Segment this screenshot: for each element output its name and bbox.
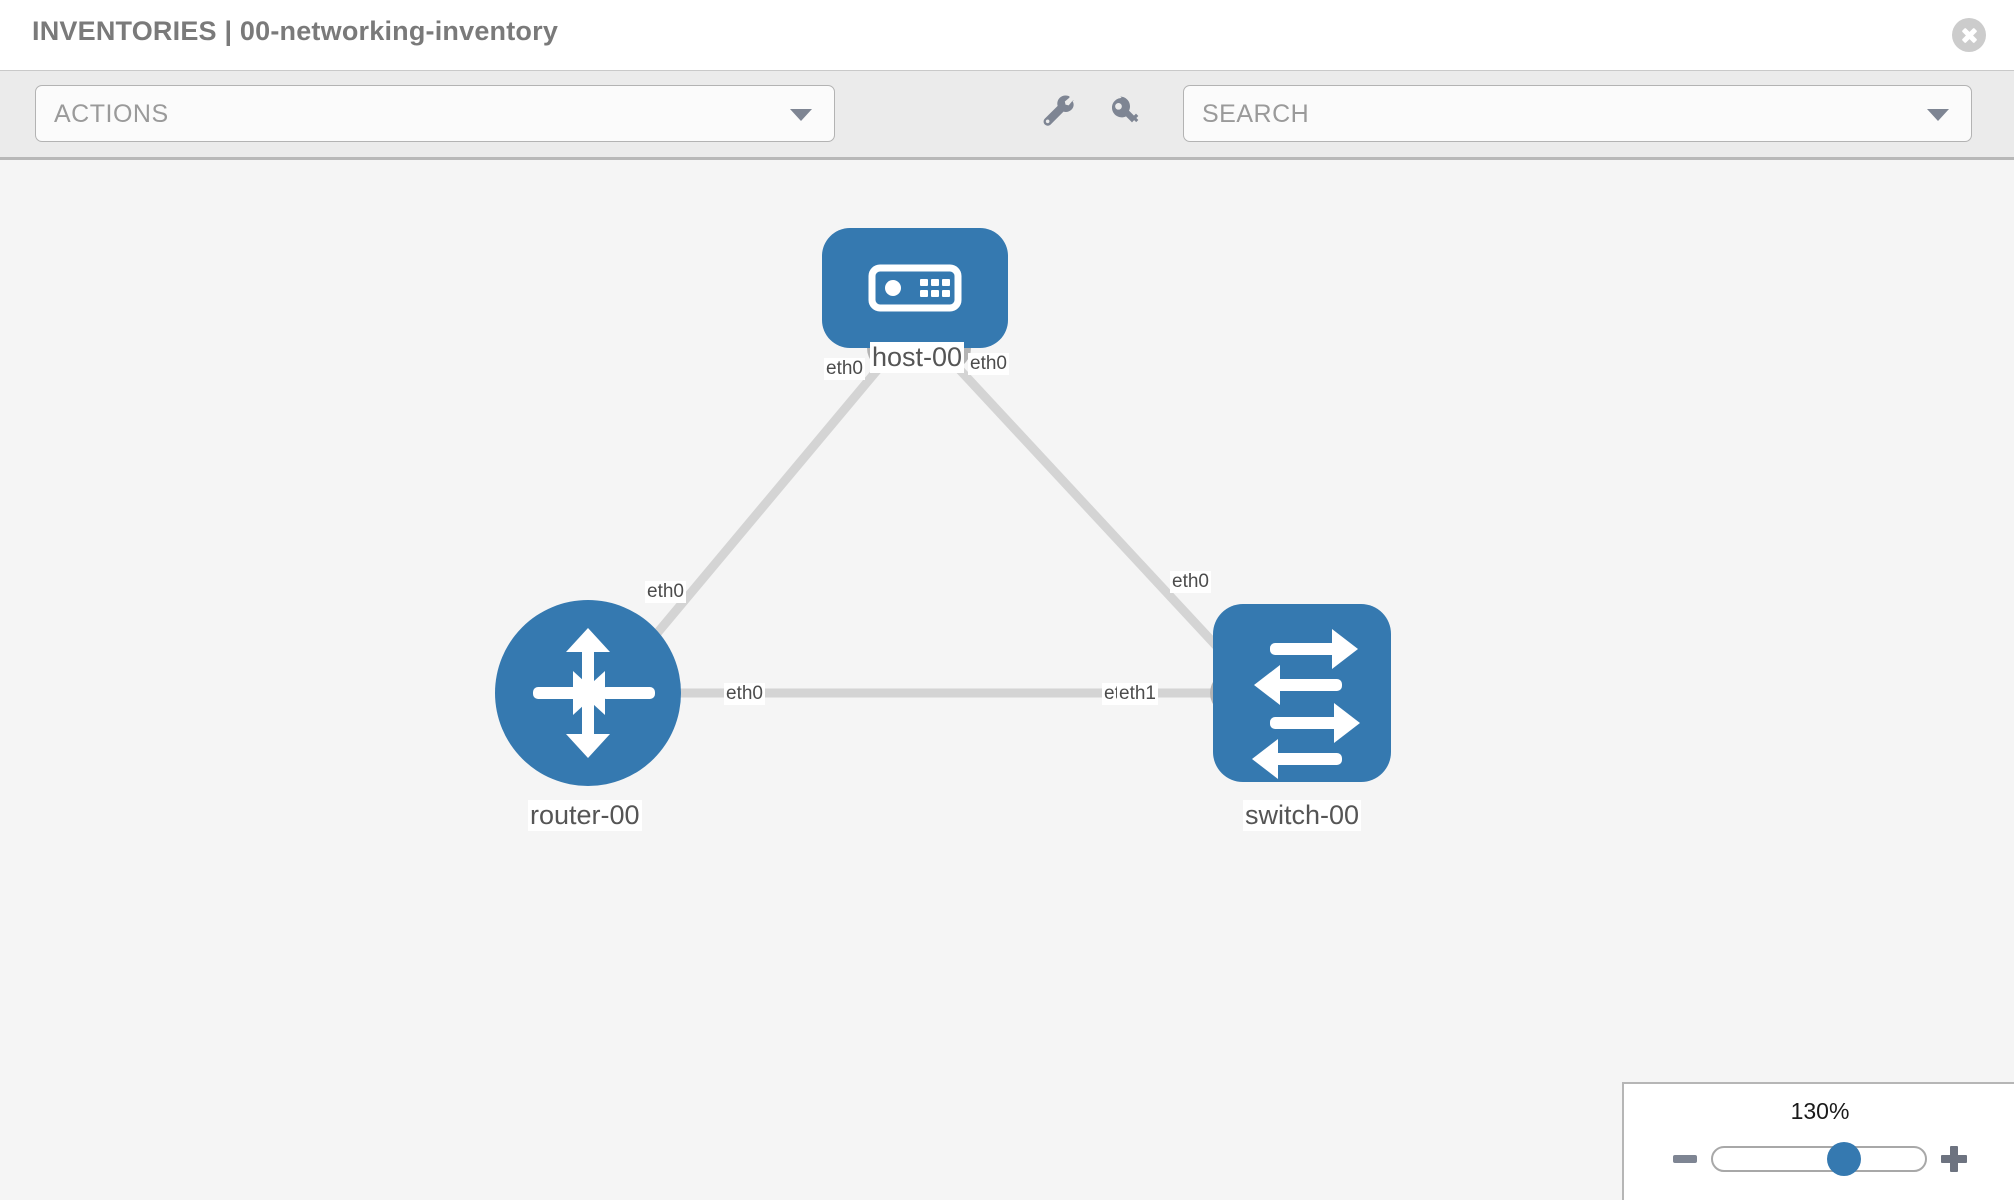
zoom-control-panel: 130% bbox=[1622, 1082, 2014, 1200]
node-label-switch-00: switch-00 bbox=[1243, 800, 1362, 832]
edge-label-host-right: eth0 bbox=[968, 353, 1009, 375]
zoom-slider-thumb[interactable] bbox=[1827, 1142, 1862, 1176]
topology-canvas[interactable]: host-00 router-00 switch-00 eth0 eth0 et… bbox=[0, 160, 2014, 1200]
zoom-out-button[interactable] bbox=[1673, 1155, 1697, 1163]
actions-dropdown-label: ACTIONS bbox=[54, 100, 169, 128]
zoom-slider-track[interactable] bbox=[1711, 1142, 1927, 1176]
page-header: INVENTORIES | 00-networking-inventory bbox=[0, 0, 2014, 70]
node-router-00[interactable] bbox=[495, 600, 681, 786]
edge-label-switch-up: eth0 bbox=[1170, 571, 1211, 593]
connector-group bbox=[594, 326, 1262, 715]
node-switch-00[interactable] bbox=[1213, 604, 1391, 782]
node-host-00[interactable] bbox=[822, 228, 1008, 348]
close-icon[interactable] bbox=[1952, 18, 1986, 52]
zoom-in-button[interactable] bbox=[1941, 1146, 1967, 1172]
zoom-level-value: 130% bbox=[1790, 1098, 1850, 1124]
edge-label-switch-left-b: eth1 bbox=[1117, 683, 1158, 705]
chevron-down-icon bbox=[1927, 108, 1949, 121]
edge-label-router-up: eth0 bbox=[645, 581, 686, 603]
link-host-router bbox=[614, 353, 893, 683]
node-label-router-00: router-00 bbox=[528, 800, 642, 832]
toolbar: ACTIONS SEARCH bbox=[0, 70, 2014, 160]
node-label-host-00: host-00 bbox=[870, 342, 965, 374]
edge-label-router-right: eth0 bbox=[724, 683, 765, 705]
chevron-down-icon bbox=[790, 108, 812, 121]
search-placeholder: SEARCH bbox=[1202, 100, 1310, 128]
topology-graph bbox=[495, 228, 1391, 786]
page-title: INVENTORIES | 00-networking-inventory bbox=[32, 16, 559, 46]
wrench-icon[interactable] bbox=[1040, 94, 1080, 134]
link-host-switch bbox=[943, 352, 1252, 684]
edge-label-host-left: eth0 bbox=[824, 358, 865, 380]
actions-dropdown[interactable]: ACTIONS bbox=[35, 85, 835, 142]
search-input[interactable]: SEARCH bbox=[1183, 85, 1972, 142]
toolbar-icon-group bbox=[1040, 85, 1148, 142]
key-icon[interactable] bbox=[1108, 94, 1148, 134]
zoom-slider-row bbox=[1624, 1136, 2014, 1182]
link-group bbox=[614, 352, 1252, 698]
